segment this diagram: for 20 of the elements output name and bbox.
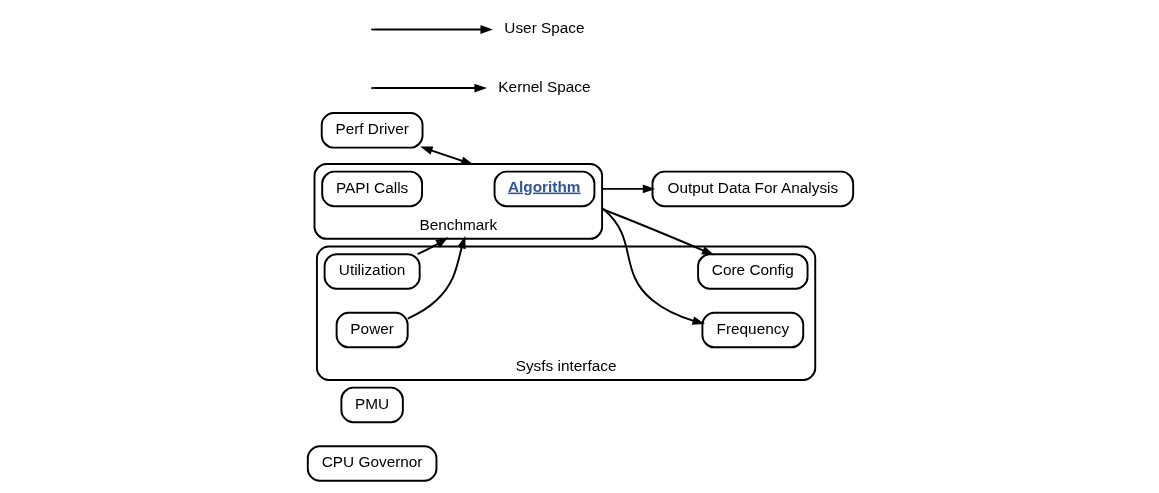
arrow [419,146,474,165]
node-box: PAPI Calls [320,170,423,208]
node-box: CPU Governor [306,445,437,482]
node-box: Perf Driver [320,112,423,149]
arrow [600,208,714,256]
arrow [406,236,466,320]
arrow [416,237,448,255]
node-box: Power [335,311,409,349]
arrow [600,184,655,194]
node-box: PMU [339,386,404,424]
node-box: Frequency [700,311,804,349]
node-box: Utilization [323,253,421,290]
node-box: Output Data For Analysis [651,170,854,208]
node-text: User Space [503,19,585,37]
arrow [371,83,487,93]
arrow [600,207,705,325]
node-box: Core Config [696,253,808,290]
node-text: Kernel Space [497,77,591,95]
node-box: Algorithm [493,170,595,208]
arrow [371,25,493,34]
